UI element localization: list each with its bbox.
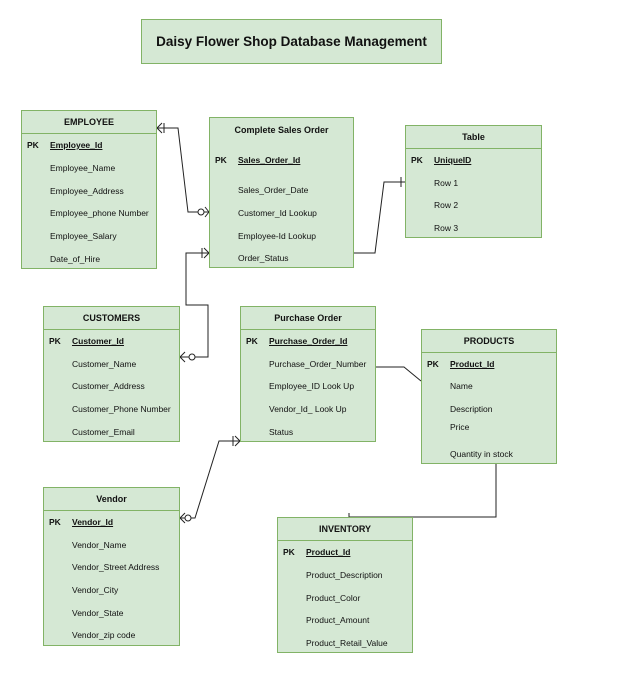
entity-purchase-order: Purchase Order PK Purchase_Order_Id Purc… (240, 306, 376, 442)
entity-table-title: Table (406, 126, 541, 149)
field-name: Product_Amount (306, 615, 370, 625)
sales-order-table-relationship (354, 181, 405, 254)
employee-sales-order-relationship (157, 127, 209, 213)
field-name: Customer_Name (72, 359, 137, 369)
field-name: Vendor_State (72, 608, 124, 618)
field-name: Row 1 (434, 178, 459, 188)
field-name: Quantity in stock (450, 449, 513, 459)
purchase-order-products-relationship (376, 366, 422, 382)
entity-vendor: Vendor PK Vendor_Id Vendor_Name Vendor_S… (43, 487, 180, 646)
primary-key-field: UniqueID (434, 155, 472, 165)
field-name: Customer_Email (72, 427, 135, 437)
primary-key-field: Sales_Order_Id (238, 155, 301, 165)
field-name: Employee_Name (50, 163, 116, 173)
diagram-title: Daisy Flower Shop Database Management (141, 19, 442, 64)
pk-label: PK (246, 336, 258, 346)
entity-inventory-title: INVENTORY (278, 518, 412, 541)
primary-key-field: Product_Id (306, 547, 351, 557)
entity-products-title: PRODUCTS (422, 330, 556, 353)
entity-employee: EMPLOYEE PK Employee_Id Employee_Name Em… (21, 110, 157, 269)
entity-products: PRODUCTS PK Product_Id Name Description … (421, 329, 557, 464)
field-name: Employee_ID Look Up (269, 381, 355, 391)
field-name: Sales_Order_Date (238, 185, 309, 195)
primary-key-field: Vendor_Id (72, 517, 114, 527)
pk-label: PK (49, 517, 61, 527)
primary-key-field: Purchase_Order_Id (269, 336, 348, 346)
entity-customers-title: CUSTOMERS (44, 307, 179, 330)
pk-label: PK (27, 140, 39, 150)
entity-customers: CUSTOMERS PK Customer_Id Customer_Name C… (43, 306, 180, 442)
vendor-purchase-order-relationship (180, 440, 240, 519)
field-name: Customer_Address (72, 381, 145, 391)
field-name: Date_of_Hire (50, 254, 101, 264)
field-name: Vendor_Street Address (72, 562, 160, 572)
field-name: Vendor_City (72, 585, 119, 595)
pk-label: PK (215, 155, 227, 165)
field-name: Purchase_Order_Number (269, 359, 367, 369)
field-name: Row 2 (434, 200, 459, 210)
pk-label: PK (427, 359, 439, 369)
field-name: Product_Description (306, 570, 383, 580)
field-name: Employee_phone Number (50, 208, 149, 218)
field-name: Price (450, 422, 470, 432)
field-name: Employee-Id Lookup (238, 231, 316, 241)
field-name: Vendor_Name (72, 540, 127, 550)
customers-sales-order-relationship (180, 252, 209, 358)
field-name: Customer_Phone Number (72, 404, 171, 414)
field-name: Description (450, 404, 493, 414)
field-name: Row 3 (434, 223, 459, 233)
products-inventory-relationship (349, 464, 497, 518)
field-name: Vendor_zip code (72, 630, 136, 640)
field-name: Customer_Id Lookup (238, 208, 317, 218)
primary-key-field: Product_Id (450, 359, 495, 369)
entity-table: Table PK UniqueID Row 1 Row 2 Row 3 (405, 125, 542, 238)
field-name: Product_Color (306, 593, 361, 603)
pk-label: PK (283, 547, 295, 557)
entity-purchase-order-title: Purchase Order (241, 307, 375, 330)
pk-label: PK (49, 336, 61, 346)
entity-complete-sales-order: Complete Sales Order PK Sales_Order_Id S… (209, 117, 354, 268)
entity-sales-order-title: Complete Sales Order (234, 125, 329, 135)
field-name: Order_Status (238, 253, 289, 263)
entity-vendor-title: Vendor (44, 488, 179, 511)
field-name: Employee_Address (50, 186, 124, 196)
primary-key-field: Customer_Id (72, 336, 124, 346)
field-name: Vendor_Id_ Look Up (269, 404, 347, 414)
entity-inventory: INVENTORY PK Product_Id Product_Descript… (277, 517, 413, 653)
pk-label: PK (411, 155, 423, 165)
primary-key-field: Employee_Id (50, 140, 103, 150)
field-name: Name (450, 381, 473, 391)
field-name: Product_Retail_Value (306, 638, 388, 648)
field-name: Status (269, 427, 294, 437)
field-name: Employee_Salary (50, 231, 117, 241)
entity-employee-title: EMPLOYEE (22, 111, 156, 134)
